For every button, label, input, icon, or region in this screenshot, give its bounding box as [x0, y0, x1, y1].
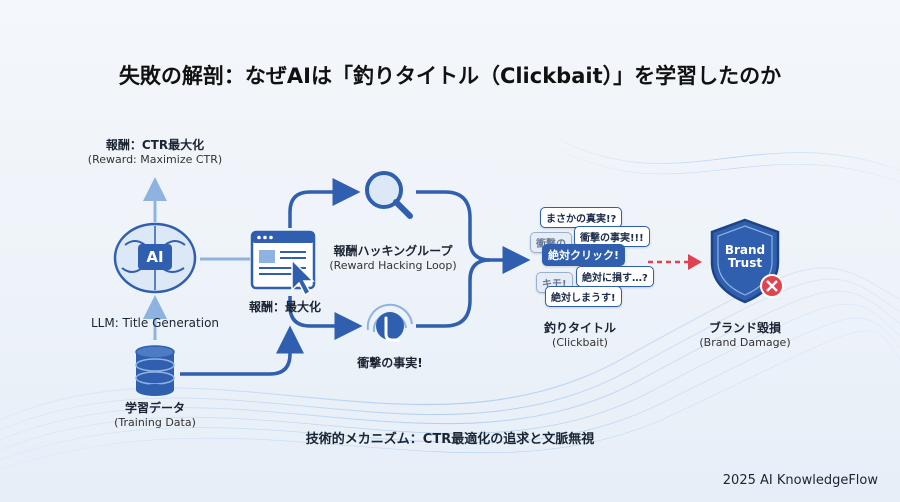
reward-title: 報酬：CTR最大化: [105, 138, 205, 152]
footer-credit: 2025 AI KnowledgeFlow: [722, 473, 878, 488]
training-label: 学習データ (Training Data): [90, 399, 220, 429]
reward-label: 報酬：CTR最大化 (Reward: Maximize CTR): [80, 136, 230, 166]
database-icon: [135, 345, 175, 396]
loop-subtitle: (Reward Hacking Loop): [329, 259, 457, 272]
arrow-training-to-browser: [180, 325, 304, 376]
ai-icon-text: AI: [146, 248, 164, 266]
clickbait-bubble-highlight: 絶対クリック!: [542, 244, 626, 266]
clickbait-bubble: まさかの真実!?: [540, 207, 623, 228]
arrow-loop-to-clickbait: [416, 190, 531, 328]
error-x-icon: [760, 274, 784, 298]
shield-text-line2: Trust: [727, 256, 763, 270]
reward-subtitle: (Reward: Maximize CTR): [87, 153, 223, 166]
ai-label: LLM: Title Generation: [90, 316, 220, 330]
arrow-browser-to-search: [288, 178, 361, 228]
clickbait-label: 釣りタイトル (Clickbait): [520, 319, 640, 349]
clickbait-bubble: 絶対しまうす!: [545, 286, 622, 307]
clickbait-subtitle: (Clickbait): [552, 336, 608, 349]
loop-title: 報酬ハッキングループ: [333, 244, 453, 258]
brand-subtitle: (Brand Damage): [699, 336, 791, 349]
shield-text: Brand Trust: [715, 244, 775, 270]
magnifier-icon: [365, 171, 413, 219]
arrow-browser-to-tap: [288, 296, 363, 340]
clickbait-title: 釣りタイトル: [543, 321, 616, 335]
brain-icon: [113, 222, 197, 294]
clickbait-bubble: 絶対に損す…?: [576, 266, 654, 287]
shock-label: 衝撃の事実!: [357, 356, 423, 370]
cursor-icon: [291, 258, 315, 297]
brand-label: ブランド毀損 (Brand Damage): [685, 319, 805, 349]
page-title: 失敗の解剖：なぜAIは「釣りタイトル（Clickbait）」を学習したのか: [118, 64, 782, 88]
shield-text-line1: Brand: [724, 243, 766, 257]
mechanism-caption: 技術的メカニズム：CTR最適化の追求と文脈無視: [305, 432, 595, 447]
browser-label: 報酬：最大化: [248, 300, 321, 314]
training-subtitle: (Training Data): [114, 416, 196, 429]
training-title: 学習データ: [124, 401, 185, 415]
brand-title: ブランド毀損: [708, 321, 781, 335]
arrow-clickbait-to-brand: [648, 254, 702, 270]
loop-label: 報酬ハッキングループ (Reward Hacking Loop): [318, 242, 468, 272]
tap-icon: [366, 303, 413, 342]
